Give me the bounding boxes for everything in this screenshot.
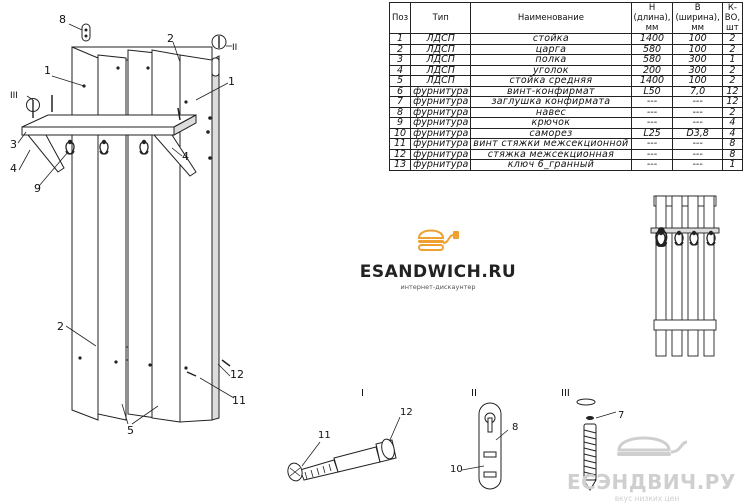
table-cell: стяжка межсекционная [470,148,632,160]
callout-label: 11 [232,394,246,407]
header-cell: Тип [410,2,472,34]
table-cell: 12 [388,148,412,160]
detail-iii: III 7 [561,388,624,491]
callout-label: 12 [400,407,413,418]
hanger-icon [211,57,220,77]
specification-table: Поз Тип Наименование Н (длина), мм В (ши… [388,2,743,171]
table-cell: фурнитура [410,127,472,139]
burger-plug-icon [417,229,459,251]
detail-mark-label: II [232,43,237,53]
table-cell: фурнитура [410,138,472,150]
table-cell: винт стяжки межсекционной [470,138,632,150]
table-cell: саморез [470,127,632,139]
detail-marker-iii [26,98,40,118]
brand-logo: ESANDWICH.RU интернет-дискаунтер [352,222,524,291]
callout-label: 3 [10,138,17,151]
brand-subtitle: интернет-дискаунтер [400,283,476,291]
table-cell: фурнитура [410,148,472,160]
slat [71,46,99,421]
table-cell: фурнитура [410,159,472,171]
callout-label: 12 [230,368,244,381]
detail-marker-ii [211,34,227,50]
header-cell: К-ВО, шт [721,2,743,34]
detail-title: I [361,388,364,399]
screws [51,95,231,377]
shelf-front [21,126,175,136]
callout-label: 10 [450,464,463,475]
detail-ii: II 8 10 [450,388,518,490]
callout-label: 5 [127,424,134,437]
table-cell: ключ 6_гранный [470,159,632,171]
header-cell: Н (длина), мм [630,2,674,34]
slat-edge [211,55,220,421]
header-cell: Наименование [470,2,632,34]
callout-label: 2 [57,320,64,333]
detail-i: I 11 12 [287,388,413,482]
leader-lines [17,23,235,425]
brand-name: ESANDWICH.RU [359,262,517,282]
watermark-subtitle: вкус низких цен [614,494,680,503]
slat [97,54,127,421]
callout-label: 11 [318,430,331,441]
shelf-top [21,114,197,128]
coat-rack-main-view [21,46,220,423]
header-cell: Поз [388,2,412,34]
shelf-side [173,114,197,136]
table-cell: 1 [721,159,743,171]
detail-title: III [561,388,570,399]
front-view-thumbnail [650,195,720,357]
callout-label: 1 [44,64,51,77]
detail-mark-label: III [10,91,18,101]
table-cell: 4 [721,127,743,139]
watermark-burger-icon [617,436,688,456]
detail-title: II [471,388,477,399]
watermark: ЕСЭНДВИЧ.РУ вкус низких цен [567,430,736,503]
callout-label: 8 [512,422,518,433]
callout-label: 8 [59,13,66,26]
callout-label: 2 [167,32,174,45]
callout-label: 4 [10,162,17,175]
header-cell: В (ширина), мм [672,2,723,34]
callout-label: 1 [228,75,235,88]
left-bracket [26,134,65,173]
table-cell: 10 [388,127,412,139]
hanger-icon [81,23,91,42]
callout-label: 9 [34,182,41,195]
table-cell: 8 [721,138,743,150]
right-bracket [152,134,197,177]
table-header-row: Поз Тип Наименование Н (длина), мм В (ши… [388,2,743,34]
table-cell: 11 [388,138,412,150]
fastener-holes [78,66,212,370]
watermark-name: ЕСЭНДВИЧ.РУ [567,470,736,494]
callout-label: 4 [182,150,189,163]
callout-label: 7 [618,410,624,421]
slat [151,49,181,423]
table-cell: 8 [721,148,743,160]
table-cell: 13 [388,159,412,171]
